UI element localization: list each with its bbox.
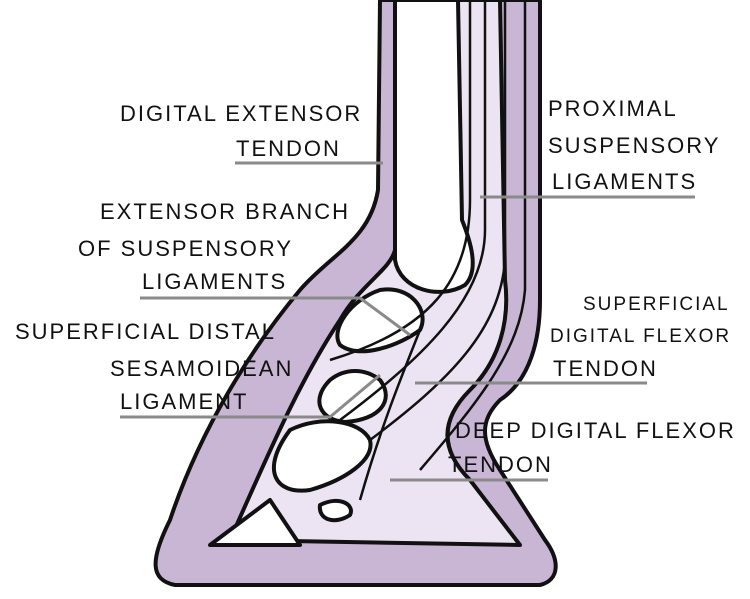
leader-extensor-branch <box>140 296 411 337</box>
label-sdft-line2: DIGITAL FLEXOR <box>550 326 732 347</box>
leader-superficial-distal <box>120 373 381 419</box>
tendon-line-3 <box>369 0 507 441</box>
tendon-line-2 <box>339 0 487 421</box>
coffin-bone <box>271 419 373 493</box>
tendon-line-5 <box>358 329 422 501</box>
pastern-bone <box>335 287 425 354</box>
label-proximal-suspensory-line2: SUSPENSORY <box>548 133 721 158</box>
navicular-bone <box>317 498 353 523</box>
tendon-line-4 <box>419 0 527 471</box>
cannon-bone <box>393 0 475 294</box>
label-proximal-suspensory-line3: LIGAMENTS <box>552 169 698 194</box>
label-superficial-distal-line1: SUPERFICIAL DISTAL <box>15 319 276 344</box>
label-proximal-suspensory-line1: PROXIMAL <box>548 96 678 121</box>
label-superficial-distal-line3: LIGAMENT <box>120 389 249 414</box>
label-extensor-branch-line3: LIGAMENTS <box>142 269 288 294</box>
label-sdft-line1: SUPERFICIAL <box>583 294 730 315</box>
tendon-line-1 <box>329 0 472 362</box>
label-extensor-branch-line1: EXTENSOR BRANCH <box>100 199 351 224</box>
label-digital-extensor-line2: TENDON <box>236 136 341 161</box>
label-ddft-line1: DEEP DIGITAL FLEXOR <box>455 418 736 443</box>
label-sdft-line3: TENDON <box>553 356 658 381</box>
label-superficial-distal-line2: SESAMOIDEAN <box>110 356 294 381</box>
hoof-inner-wall <box>208 498 302 547</box>
label-ddft-line2: TENDON <box>448 452 553 477</box>
label-digital-extensor-line1: DIGITAL EXTENSOR <box>120 101 363 126</box>
label-extensor-branch-line2: OF SUSPENSORY <box>78 236 294 261</box>
